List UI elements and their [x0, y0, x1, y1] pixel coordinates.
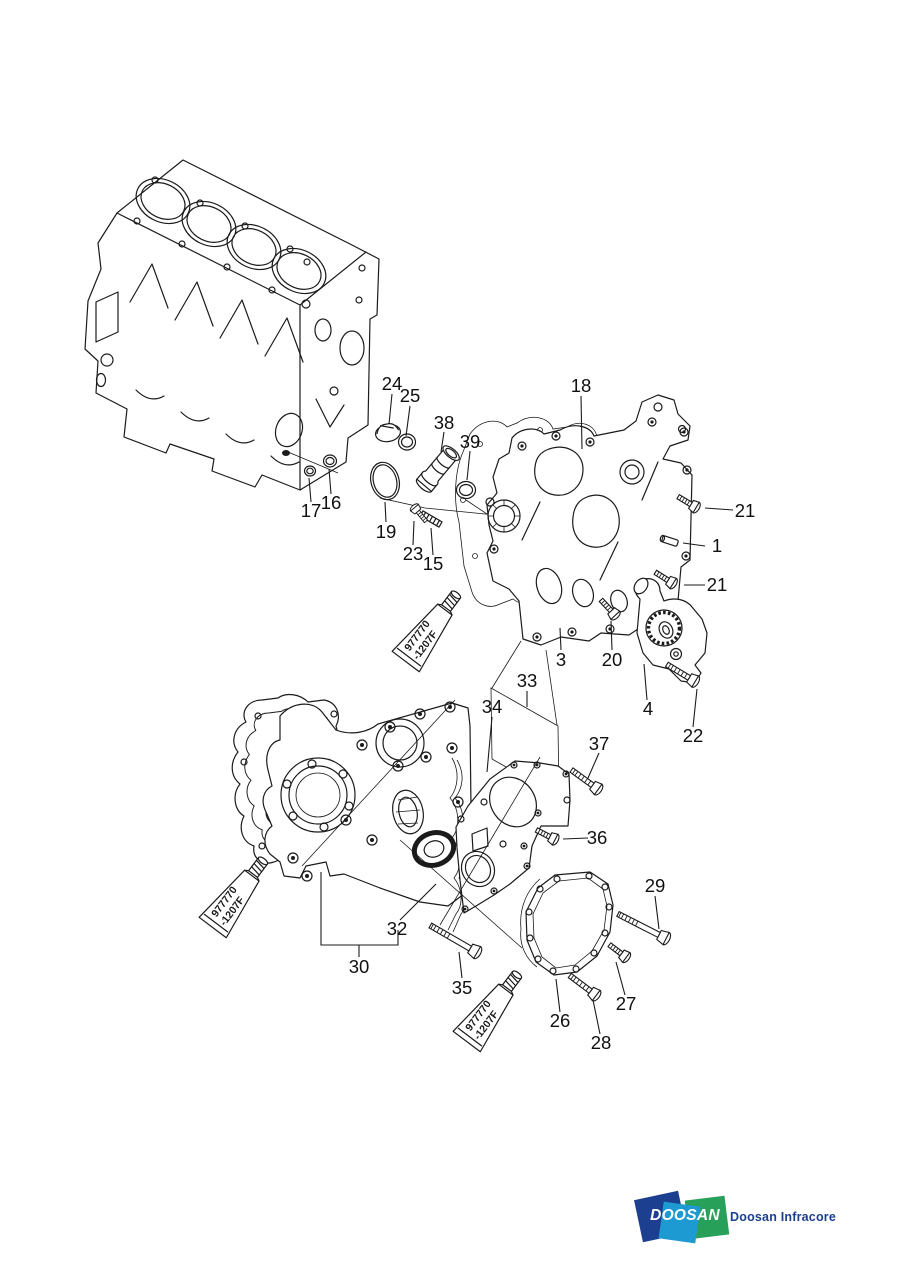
callout-23: 23: [403, 543, 424, 564]
bolt-27: [605, 939, 633, 965]
callout-37: 37: [589, 733, 610, 754]
callout-3: 3: [556, 649, 566, 670]
logo-company-name: Doosan Infracore: [730, 1210, 837, 1224]
callout-39: 39: [460, 431, 481, 452]
bracket-30: [320, 872, 399, 957]
callout-24: 24: [382, 373, 403, 394]
front-cover: [262, 701, 473, 907]
oil-pump: [633, 577, 708, 684]
o-ring-25: [397, 433, 417, 451]
callout-33: 33: [517, 670, 538, 691]
callout-30: 30: [349, 956, 370, 977]
logo-wordmark: DOOSAN: [650, 1207, 720, 1224]
callout-16: 16: [321, 492, 342, 513]
head-bolt-holes: [133, 176, 294, 294]
o-ring-39: [455, 480, 477, 500]
callout-4: 4: [643, 698, 653, 719]
callout-38: 38: [434, 412, 455, 433]
bolt-29: [614, 907, 673, 947]
cover-nuts: [340, 701, 464, 846]
rear-cover-26: [525, 871, 614, 976]
callout-26: 26: [550, 1010, 571, 1031]
callout-36: 36: [587, 827, 608, 848]
small-parts-cluster: [287, 423, 590, 528]
bolt-28: [565, 969, 604, 1004]
sealant-tube-2: 977770 -1207F: [198, 856, 269, 939]
callout-21-upper: 21: [735, 500, 756, 521]
callout-21-lower: 21: [707, 574, 728, 595]
block-rear-face-holes: [274, 258, 366, 456]
bolt-35: [426, 919, 485, 961]
o-ring-16: [322, 454, 338, 468]
callout-29: 29: [645, 875, 666, 896]
flange-bolt-holes: [282, 759, 354, 832]
callout-22: 22: [683, 725, 704, 746]
callout-34: 34: [482, 696, 503, 717]
callout-25: 25: [400, 385, 421, 406]
leader-lines: [308, 393, 734, 1035]
oil-filler-cap: [375, 423, 401, 443]
callout-1: 1: [712, 535, 722, 556]
sealant-tube-1: 977770 -1207F: [391, 590, 462, 673]
oil-seal: [411, 830, 457, 868]
callout-35: 35: [452, 977, 473, 998]
callout-17: 17: [301, 500, 322, 521]
callout-labels: 24 25 38 39 18 19 23 15 17 16 21 1 21 3 …: [301, 373, 756, 1053]
cylinder-bores: [135, 177, 327, 295]
engine-block: [84, 159, 380, 491]
doosan-logo: DOOSAN Doosan Infracore: [630, 1190, 860, 1252]
sealant-tube-3: 977770 -1207F: [452, 970, 523, 1053]
callout-20: 20: [602, 649, 623, 670]
bolt-37: [567, 764, 606, 798]
oil-filler-tube-38: [415, 445, 460, 493]
o-ring-19: [369, 461, 401, 501]
callout-18: 18: [571, 375, 592, 396]
dowel-pin-1: [659, 534, 679, 547]
callout-19: 19: [376, 521, 397, 542]
callout-15: 15: [423, 553, 444, 574]
crank-seal-boss: [487, 499, 521, 533]
assembly-axis-lines: [301, 699, 541, 949]
o-ring-17: [303, 465, 317, 477]
callout-27: 27: [616, 993, 637, 1014]
callout-28: 28: [591, 1032, 612, 1053]
oil-pump-gear: [645, 609, 683, 647]
callout-32: 32: [387, 918, 408, 939]
bolt-36: [533, 824, 562, 847]
